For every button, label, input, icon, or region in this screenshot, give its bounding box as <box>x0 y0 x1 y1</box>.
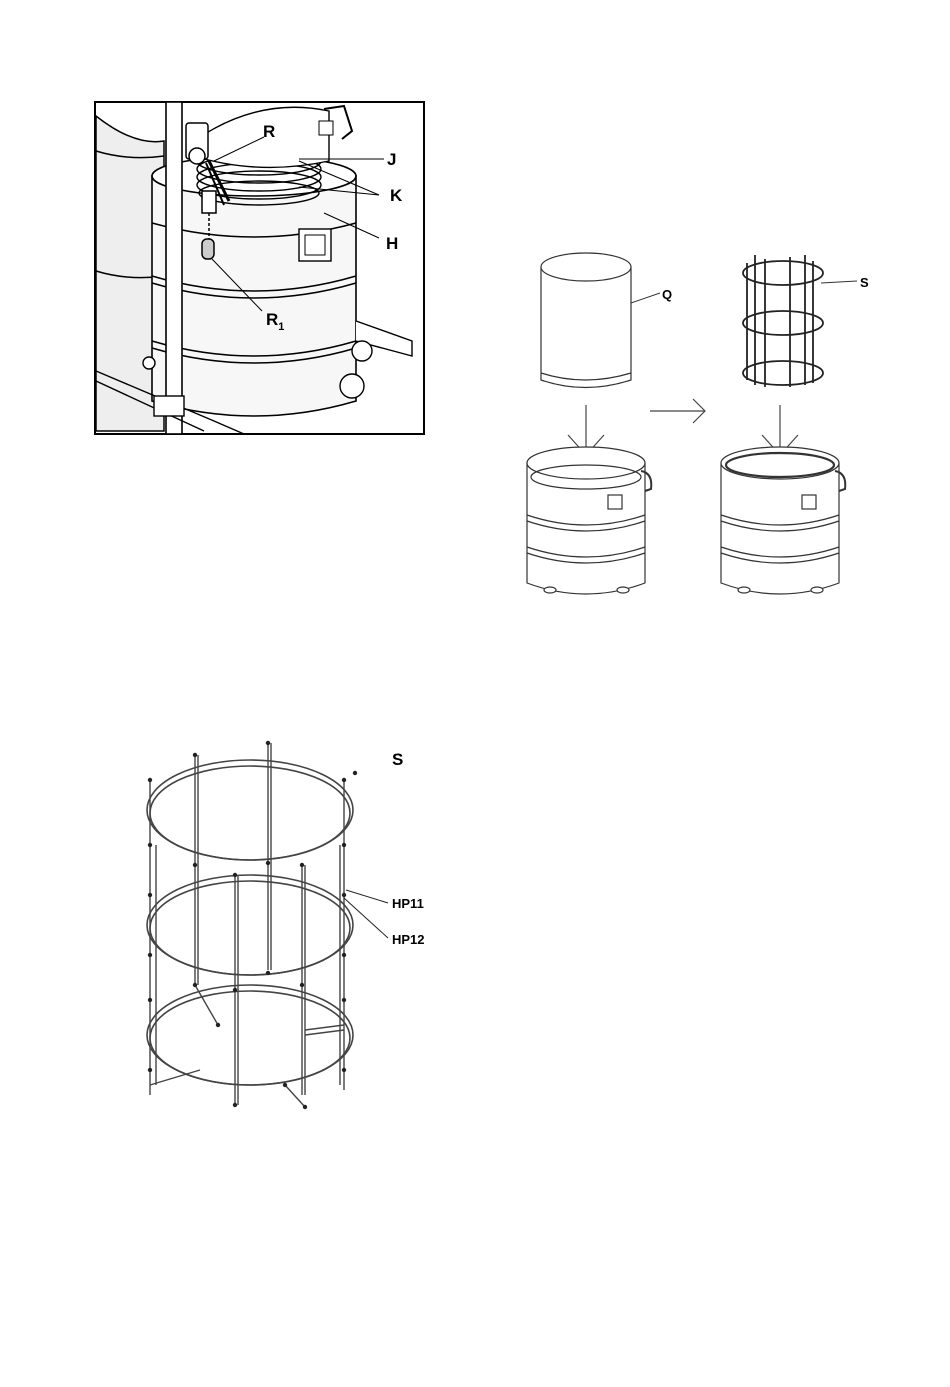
cage-rings <box>147 760 353 1085</box>
cage-rods <box>150 743 344 1107</box>
cage-rivets <box>148 741 357 1109</box>
cage-S-small <box>743 255 823 387</box>
label-H: H <box>386 234 398 253</box>
drum-clamp-drawing: R J K H R1 <box>94 101 425 435</box>
label-J: J <box>387 150 396 169</box>
figure-cage-S: S HP11 HP12 <box>130 735 450 1115</box>
figure-drum-clamp: R J K H R1 <box>94 101 425 435</box>
label-Q: Q <box>662 287 672 302</box>
label-S-large: S <box>392 750 403 769</box>
label-HP12: HP12 <box>392 932 425 947</box>
cage-S-drawing: S HP11 HP12 <box>130 735 450 1115</box>
arrow-right <box>650 399 705 423</box>
label-S-small: S <box>860 275 869 290</box>
drum-left <box>527 447 651 594</box>
label-R: R <box>263 122 275 141</box>
label-HP11: HP11 <box>392 896 424 911</box>
figure-bag-cage-insertion: Q S <box>515 245 885 605</box>
drum-right <box>721 447 845 594</box>
label-K: K <box>390 186 403 205</box>
filter-bag-Q <box>541 253 631 388</box>
bag-cage-drawing: Q S <box>515 245 885 605</box>
